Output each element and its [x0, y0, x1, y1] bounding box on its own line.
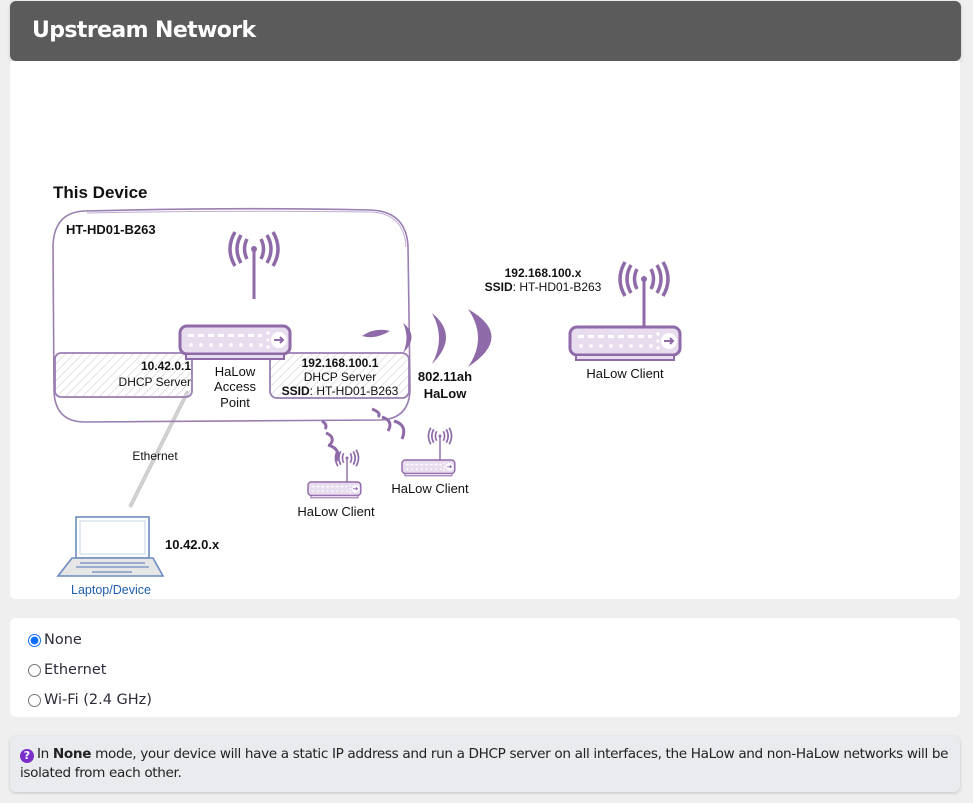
- page-title: Upstream Network: [32, 18, 256, 43]
- remote-client-router-icon: [568, 325, 682, 362]
- access-point-label-2: Access: [214, 379, 256, 394]
- client-2-antenna-icon: [427, 426, 453, 461]
- ethernet-label: Ethernet: [132, 449, 178, 463]
- eth-server-role: DHCP Server: [119, 375, 191, 389]
- upstream-options-card: None Ethernet Wi-Fi (2.4 GHz): [10, 618, 960, 717]
- client-2-router-icon: [401, 459, 456, 477]
- info-text: ?In None mode, your device will have a s…: [20, 746, 949, 781]
- device-boundary: [52, 207, 411, 423]
- halow-dhcp-server-box: [269, 352, 410, 399]
- info-callout: ?In None mode, your device will have a s…: [10, 736, 960, 792]
- halow-server-ip: 192.168.100.1: [302, 356, 379, 370]
- info-mode: None: [52, 746, 92, 762]
- client-1-antenna-icon: [334, 448, 360, 483]
- remote-client-label: HaLow Client: [586, 366, 664, 381]
- radio-ethernet[interactable]: [28, 663, 41, 677]
- laptop-label: Laptop/Device: [71, 583, 151, 597]
- radio-none[interactable]: [28, 633, 41, 647]
- remote-client-antenna-icon: [618, 260, 670, 331]
- question-circle-icon: ?: [20, 749, 34, 763]
- laptop-icon: [56, 516, 165, 577]
- client-1-label: HaLow Client: [297, 504, 375, 519]
- ethernet-cable: [128, 390, 190, 508]
- laptop-ip: 10.42.0.x: [165, 537, 220, 552]
- client-1-router-icon: [307, 481, 362, 499]
- small-signal-waves-icon: [321, 407, 406, 462]
- radio-label-ethernet: Ethernet: [44, 662, 107, 678]
- eth-server-ip: 10.42.0.1: [141, 359, 191, 373]
- halow-server-ssid: SSID: HT-HD01-B263: [282, 384, 399, 398]
- access-point-label-3: Point: [220, 395, 250, 410]
- this-device-label: This Device: [53, 183, 148, 202]
- radio-wifi[interactable]: [28, 693, 41, 707]
- client-2-label: HaLow Client: [391, 481, 469, 496]
- antenna-icon: [228, 230, 280, 301]
- halow-server-role: DHCP Server: [304, 370, 376, 384]
- remote-client-ssid: SSID: HT-HD01-B263: [485, 280, 602, 294]
- radio-option-wifi[interactable]: Wi-Fi (2.4 GHz): [28, 692, 152, 708]
- network-diagram: This Device HT-HD01-B263 10.42.0.1 DHCP …: [52, 183, 682, 597]
- link-label-2: HaLow: [424, 386, 468, 401]
- page-header: Upstream Network: [10, 1, 961, 61]
- eth-dhcp-server-box: [54, 352, 193, 398]
- remote-client-ip: 192.168.100.x: [505, 266, 582, 280]
- radio-option-none[interactable]: None: [28, 632, 82, 648]
- access-point-label-1: HaLow: [215, 364, 256, 379]
- radio-option-ethernet[interactable]: Ethernet: [28, 662, 106, 678]
- radio-label-none: None: [44, 632, 82, 648]
- link-label-1: 802.11ah: [418, 369, 472, 384]
- device-hostname: HT-HD01-B263: [66, 222, 156, 237]
- halow-signal-waves-icon: [362, 309, 492, 367]
- radio-label-wifi: Wi-Fi (2.4 GHz): [44, 692, 152, 708]
- network-diagram-card: This Device HT-HD01-B263 10.42.0.1 DHCP …: [10, 61, 960, 599]
- access-point-router-icon: [178, 324, 292, 361]
